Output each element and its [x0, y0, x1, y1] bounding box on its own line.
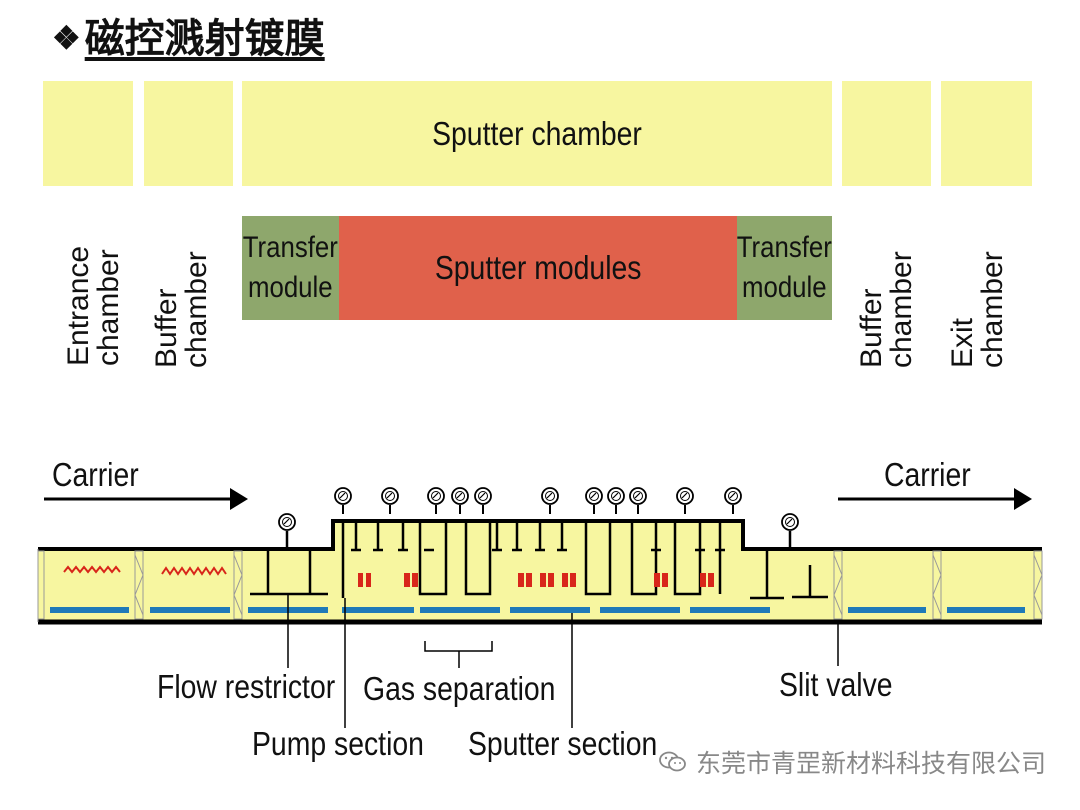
watermark-text: 东莞市青罡新材料科技有限公司 [695, 750, 1046, 778]
transfer-module-left-line2: module [248, 271, 333, 304]
carrier-arrow-left [44, 488, 248, 510]
substrate-bars [50, 607, 1025, 613]
entrance-chamber-block [43, 81, 133, 186]
title-text: 磁控溅射镀膜 [84, 15, 325, 62]
buffer-chamber-block-left [144, 81, 233, 186]
heater-zigzag-right [161, 566, 227, 576]
flow-restrictors [250, 531, 828, 600]
carrier-label-right: Carrier [884, 456, 971, 493]
sputter-chamber-block: Sputter chamber [242, 81, 832, 186]
heater-zigzag-left [63, 565, 121, 574]
buffer-chamber-block-right [842, 81, 931, 186]
transfer-module-right-line2: module [742, 271, 827, 304]
transfer-module-right: Transfer module [737, 216, 832, 320]
sputter-chamber-label: Sputter chamber [432, 114, 642, 152]
chamber-wall [38, 519, 1042, 551]
exit-chamber-block [941, 81, 1032, 186]
flow-restrictor-label: Flow restrictor [157, 668, 336, 705]
slit-valve-label: Slit valve [779, 666, 893, 703]
gas-separation-label: Gas separation [363, 670, 556, 707]
pump-section-label: Pump section [252, 725, 424, 762]
slide-title: ❖磁控溅射镀膜 [52, 6, 325, 64]
watermark: 东莞市青罡新材料科技有限公司 [658, 744, 1046, 780]
valve-hatching [37, 550, 1043, 620]
carrier-label-left: Carrier [52, 456, 139, 493]
transfer-module-left: Transfer module [242, 216, 339, 320]
sputter-modules-label: Sputter modules [434, 249, 642, 286]
sputter-section-label: Sputter section [468, 725, 658, 762]
carrier-arrow-right [838, 488, 1032, 510]
transfer-module-left-line1: Transfer [242, 231, 339, 264]
label-leader-lines [287, 594, 839, 728]
sputter-targets [358, 573, 714, 587]
wechat-icon [659, 751, 686, 772]
sputter-modules-block: Sputter modules [339, 216, 737, 320]
gas-separation-walls [341, 521, 725, 598]
diamond-bullet-icon: ❖ [52, 19, 81, 57]
transfer-module-right-line1: Transfer [736, 231, 833, 264]
